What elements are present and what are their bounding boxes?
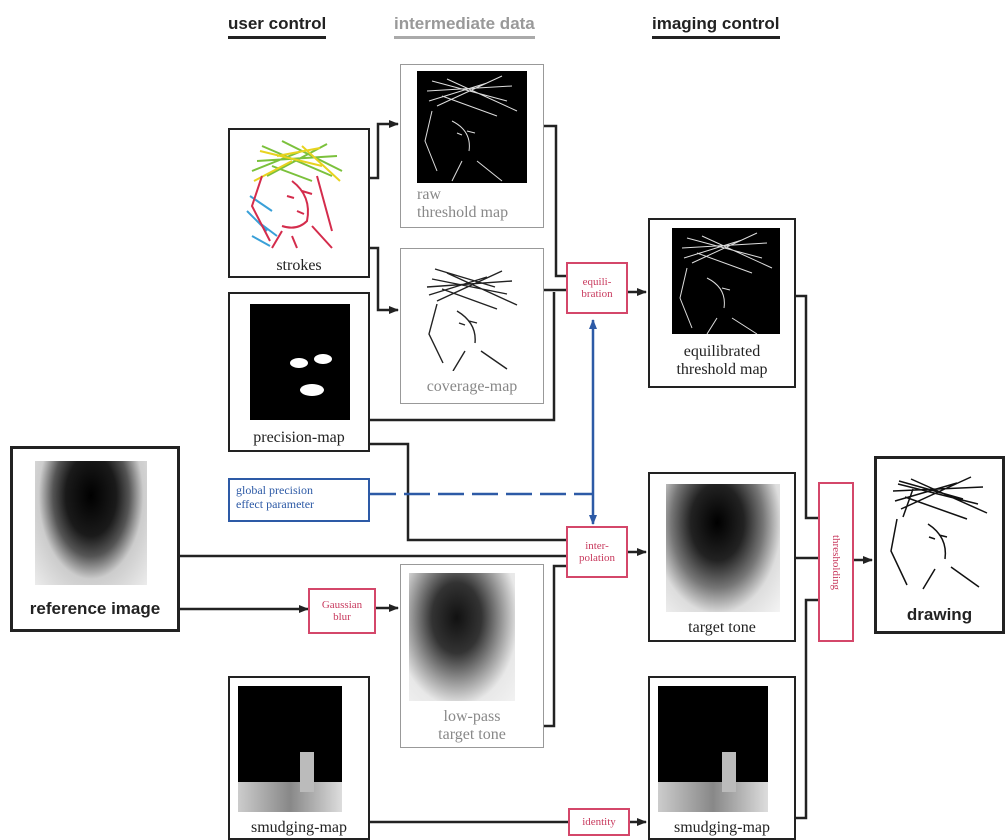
drawing-image <box>890 476 988 590</box>
equilibration-op-line1: equili- <box>582 276 612 288</box>
smudging-map-left-label: smudging-map <box>251 819 347 836</box>
reference-image-label: reference image <box>29 599 161 618</box>
smudging-map-left-panel: smudging-map <box>228 676 370 840</box>
interpolation-op-line2: polation <box>578 552 616 564</box>
header-imaging-control: imaging control <box>652 14 780 39</box>
target-tone-label: target tone <box>688 619 756 636</box>
equilibrated-threshold-map-panel: equilibrated threshold map <box>648 218 796 388</box>
raw-threshold-map-label-1: raw <box>417 186 441 203</box>
thresholding-op: thresholding <box>818 482 854 642</box>
wire-raw-equilibration <box>544 124 566 278</box>
wire-strokes-raw <box>368 120 399 180</box>
header-intermediate-data: intermediate data <box>394 14 535 39</box>
target-tone-image <box>666 484 780 612</box>
coverage-map-image <box>426 268 518 371</box>
target-tone-panel: target tone <box>648 472 796 642</box>
raw-threshold-map-label-2: threshold map <box>417 204 509 221</box>
reference-image-panel: reference image <box>10 446 180 632</box>
wire-equilibrated-thresholding <box>794 294 818 520</box>
drawing-panel: drawing <box>874 456 1005 634</box>
smudging-map-right-label: smudging-map <box>674 819 770 836</box>
gaussian-blur-op-line1: Gaussian <box>321 599 363 611</box>
interpolation-op-line1: inter- <box>585 540 609 552</box>
smudging-map-right-panel: smudging-map <box>648 676 796 840</box>
low-pass-panel: low-pass target tone <box>400 564 544 748</box>
raw-threshold-map-panel: raw threshold map <box>400 64 544 228</box>
parameter-line1: global precision <box>236 483 313 497</box>
gaussian-blur-op: Gaussian blur <box>308 588 376 634</box>
precision-map-image <box>250 304 350 420</box>
equilibration-op-line2: bration <box>581 288 613 300</box>
wire-strokes-coverage <box>368 246 399 314</box>
strokes-label: strokes <box>276 257 322 274</box>
interpolation-op: inter- polation <box>566 526 628 578</box>
global-precision-parameter: global precision effect parameter <box>228 478 370 522</box>
low-pass-image <box>409 573 515 701</box>
gaussian-blur-op-line2: blur <box>333 611 351 623</box>
low-pass-label-2: target tone <box>438 726 506 743</box>
raw-threshold-map-image <box>417 71 527 183</box>
wire-lowpass-interpolation <box>544 564 566 728</box>
wire-smudging-thresholding <box>794 598 818 820</box>
equilibrated-label-2: threshold map <box>676 361 768 378</box>
reference-image-photo <box>35 461 147 585</box>
strokes-image <box>246 140 343 249</box>
smudging-map-right-image <box>658 686 768 812</box>
strokes-panel: strokes <box>228 128 370 278</box>
wire-precision-coverage <box>368 292 556 422</box>
equilibration-op: equili- bration <box>566 262 628 314</box>
thresholding-op-label: thresholding <box>830 534 842 590</box>
equilibrated-label-1: equilibrated <box>683 343 761 360</box>
precision-map-panel: precision-map <box>228 292 370 452</box>
parameter-line2: effect parameter <box>236 497 315 511</box>
low-pass-label-1: low-pass <box>443 708 501 725</box>
identity-op: identity <box>568 808 630 836</box>
coverage-map-panel: coverage-map <box>400 248 544 404</box>
drawing-label: drawing <box>906 605 973 624</box>
header-user-control: user control <box>228 14 327 39</box>
equilibrated-image <box>672 228 780 334</box>
coverage-map-label: coverage-map <box>426 378 518 395</box>
precision-map-label: precision-map <box>253 429 345 446</box>
smudging-map-left-image <box>238 686 342 812</box>
wire-precision-interpolation <box>368 442 566 542</box>
